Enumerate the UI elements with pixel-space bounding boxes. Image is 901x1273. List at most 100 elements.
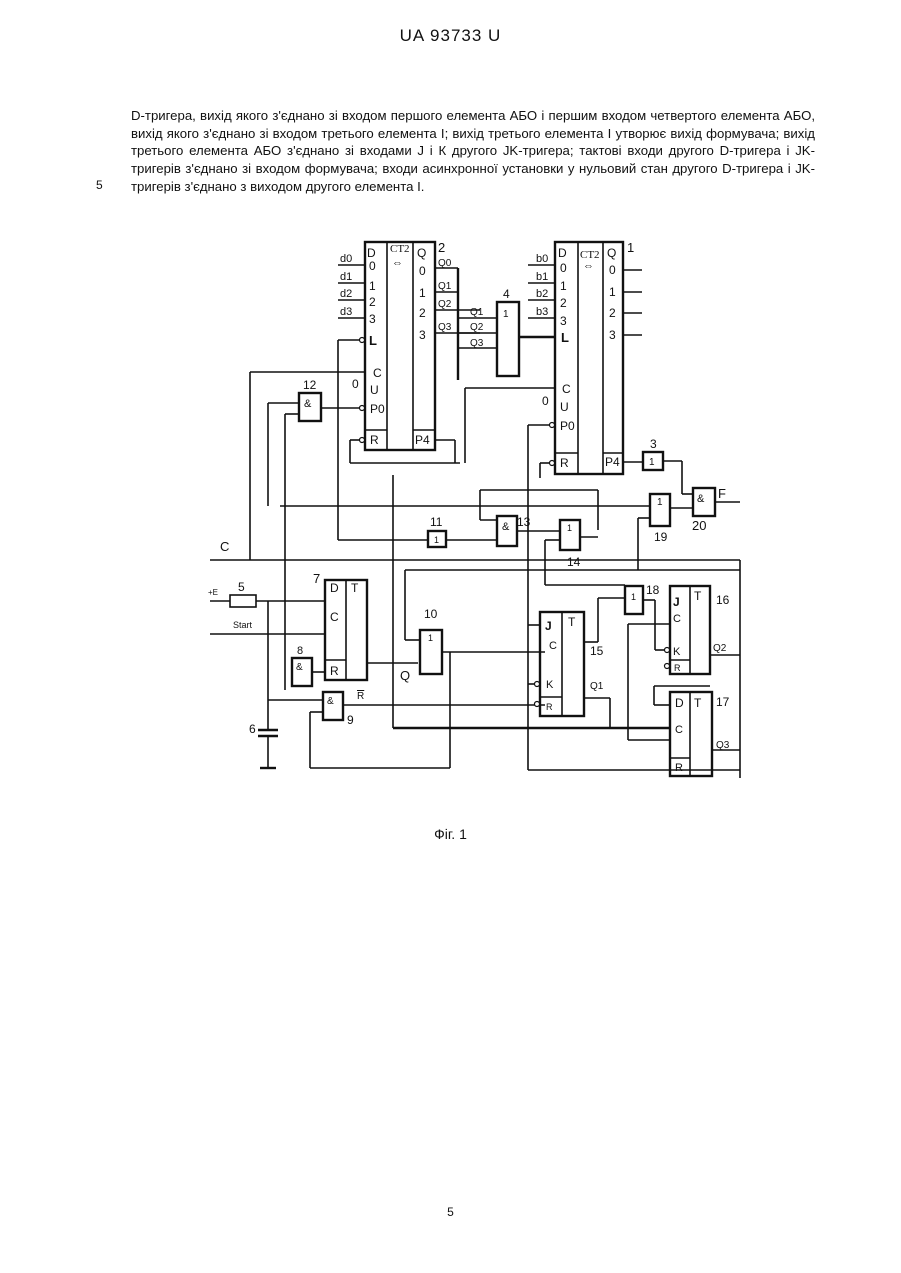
g9-symbol: & — [327, 696, 334, 707]
g13-symbol: & — [502, 521, 510, 533]
c1-updown-icon: ⇔ — [583, 260, 594, 272]
dff7-pin-c: C — [330, 610, 339, 624]
g8-number: 8 — [297, 645, 303, 657]
dff7-pin-r: R — [330, 664, 339, 678]
dff7-pin-d: D — [330, 581, 339, 595]
jk16-number: 16 — [716, 593, 730, 607]
g4-symbol: 1 — [503, 309, 509, 320]
dff17-pin-c: C — [675, 724, 683, 736]
c1-input-b3: b3 — [536, 306, 548, 318]
c1-out-3: 3 — [609, 328, 616, 342]
g10-symbol: 1 — [428, 633, 433, 643]
c2-out-0: 0 — [419, 264, 426, 278]
c2-q2: Q2 — [438, 299, 452, 310]
c2-input-d1: d1 — [340, 271, 352, 283]
g4-number: 4 — [503, 287, 510, 301]
g10-number: 10 — [424, 607, 438, 621]
c2-pin-r: R — [370, 433, 379, 447]
g12-number: 12 — [303, 378, 317, 392]
dff17-pin-d: D — [675, 696, 684, 710]
c1-input-b2: b2 — [536, 288, 548, 300]
c1-pin-r: R — [560, 456, 569, 470]
g20-symbol: & — [697, 493, 705, 505]
c1-pin-1: 1 — [560, 279, 567, 293]
g4-in-q1: Q1 — [470, 307, 484, 318]
figure-caption: Фіг. 1 — [0, 826, 901, 842]
c1-out-2: 2 — [609, 306, 616, 320]
g9-rbar-label: R — [357, 691, 364, 702]
c1-pin-0: 0 — [560, 261, 567, 275]
c1-input-b1: b1 — [536, 271, 548, 283]
g20-number: 20 — [692, 518, 706, 533]
g19-symbol: 1 — [657, 497, 663, 508]
jk15-pin-j: J — [545, 619, 552, 633]
c2-pin-0: 0 — [369, 259, 376, 273]
c1-out-1: 1 — [609, 285, 616, 299]
g18-symbol: 1 — [631, 592, 636, 602]
c1-pin-c: C — [562, 382, 571, 396]
c1-out-0: 0 — [609, 263, 616, 277]
jk16-pin-c: C — [673, 613, 681, 625]
c2-out-1: 1 — [419, 286, 426, 300]
c1-const-zero: 0 — [542, 394, 549, 408]
document-id: UA 93733 U — [0, 26, 901, 46]
g12-symbol: & — [304, 398, 312, 410]
line-number: 5 — [96, 178, 103, 192]
c2-title: CT2 — [390, 243, 410, 255]
jk16-pin-j: J — [673, 595, 680, 609]
claims-paragraph: D-тригера, вихід якого з'єднано зі входо… — [131, 107, 815, 196]
g3-number: 3 — [650, 437, 657, 451]
c2-const-zero: 0 — [352, 377, 359, 391]
jk15-number: 15 — [590, 644, 604, 658]
jk16-pin-r: R — [674, 663, 681, 673]
g14-symbol: 1 — [567, 523, 572, 533]
jk15-pin-k: K — [546, 679, 554, 691]
circuit-diagram: D 0 1 2 3 L C U P0 R CT2 ⇔ Q 0 1 2 3 P4 … — [0, 230, 901, 790]
dff17-pin-r: R — [675, 762, 683, 774]
g8-symbol: & — [296, 662, 303, 673]
c2-input-d3: d3 — [340, 306, 352, 318]
dff17-number: 17 — [716, 695, 730, 709]
c2-pin-p4: P4 — [415, 433, 430, 447]
c2-pin-2: 2 — [369, 295, 376, 309]
g19-number: 19 — [654, 530, 668, 544]
dff17-output: Q3 — [716, 740, 730, 751]
g11-symbol: 1 — [434, 535, 439, 545]
g4-in-q3: Q3 — [470, 338, 484, 349]
c2-updown-icon: ⇔ — [392, 257, 403, 269]
start-label: Start — [233, 620, 253, 630]
page-number: 5 — [0, 1205, 901, 1219]
c2-out-3: 3 — [419, 328, 426, 342]
c1-pin-u: U — [560, 400, 569, 414]
resistor-label: 5 — [238, 580, 245, 594]
c1-input-b0: b0 — [536, 253, 548, 265]
c2-pin-u: U — [370, 383, 379, 397]
c2-pin-1: 1 — [369, 279, 376, 293]
c1-pin-p4: P4 — [605, 455, 620, 469]
input-c-label: C — [220, 539, 229, 554]
jk15-pin-r: R — [546, 702, 553, 712]
jk15-output: Q1 — [590, 681, 604, 692]
g3-symbol: 1 — [649, 457, 655, 468]
jk16-title: T — [694, 589, 702, 603]
g11-number: 11 — [430, 515, 443, 529]
jk15-title: T — [568, 615, 576, 629]
dff17-title: T — [694, 696, 702, 710]
g13-number: 13 — [517, 515, 531, 529]
capacitor-label: 6 — [249, 722, 256, 736]
g4-in-q2: Q2 — [470, 322, 484, 333]
c1-pin-d: D — [558, 246, 567, 260]
jk15-pin-c: C — [549, 640, 557, 652]
c2-pin-p0: P0 — [370, 402, 385, 416]
g18-number: 18 — [646, 583, 660, 597]
c2-pin-d: D — [367, 246, 376, 260]
g9-number: 9 — [347, 713, 354, 727]
dff7-number: 7 — [313, 571, 320, 586]
dff7-title: T — [351, 581, 359, 595]
c2-pin-q: Q — [417, 246, 426, 260]
c1-number: 1 — [627, 240, 634, 255]
c1-pin-q: Q — [607, 246, 616, 260]
c1-pin-2: 2 — [560, 296, 567, 310]
c2-input-d0: d0 — [340, 253, 352, 265]
g20-output-f: F — [718, 486, 726, 501]
